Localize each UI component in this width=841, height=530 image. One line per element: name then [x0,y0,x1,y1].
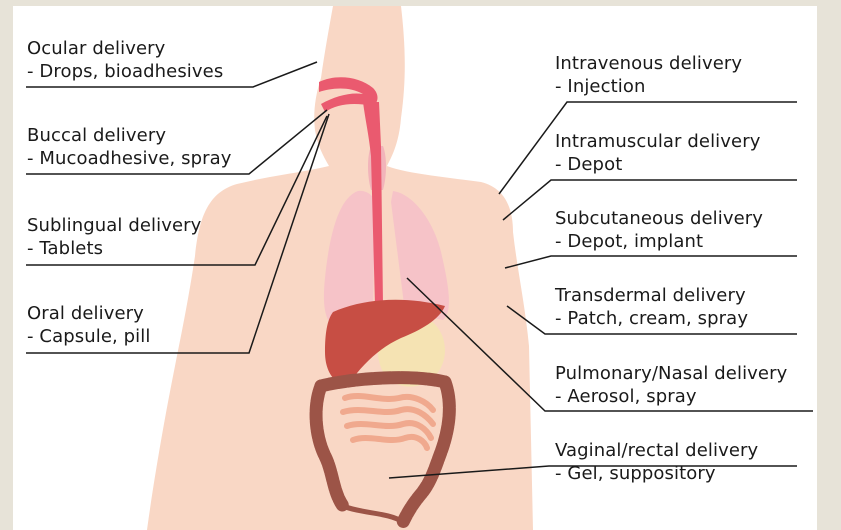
intravenous-detail: - Injection [555,75,742,98]
transdermal-title: Transdermal delivery [555,284,748,307]
sublingual-title: Sublingual delivery [27,214,201,237]
oral-detail: - Capsule, pill [27,325,150,348]
leader-subcutaneous [505,256,797,268]
intravenous-title: Intravenous delivery [555,52,742,75]
buccal-title: Buccal delivery [27,124,232,147]
ocular-detail: - Drops, bioadhesives [27,60,223,83]
label-sublingual-delivery: Sublingual delivery - Tablets [27,214,201,260]
intramuscular-title: Intramuscular delivery [555,130,760,153]
label-oral-delivery: Oral delivery - Capsule, pill [27,302,150,348]
ocular-title: Ocular delivery [27,37,223,60]
vaginal-detail: - Gel, suppository [555,462,758,485]
oral-title: Oral delivery [27,302,150,325]
label-buccal-delivery: Buccal delivery - Mucoadhesive, spray [27,124,232,170]
buccal-detail: - Mucoadhesive, spray [27,147,232,170]
transdermal-detail: - Patch, cream, spray [555,307,748,330]
label-intravenous-delivery: Intravenous delivery - Injection [555,52,742,98]
label-pulmonary-nasal-delivery: Pulmonary/Nasal delivery - Aerosol, spra… [555,362,787,408]
pulmonary-title: Pulmonary/Nasal delivery [555,362,787,385]
pulmonary-detail: - Aerosol, spray [555,385,787,408]
label-transdermal-delivery: Transdermal delivery - Patch, cream, spr… [555,284,748,330]
label-ocular-delivery: Ocular delivery - Drops, bioadhesives [27,37,223,83]
diagram-canvas: Ocular delivery - Drops, bioadhesives Bu… [13,6,817,530]
intramuscular-detail: - Depot [555,153,760,176]
label-subcutaneous-delivery: Subcutaneous delivery - Depot, implant [555,207,763,253]
sublingual-detail: - Tablets [27,237,201,260]
vaginal-title: Vaginal/rectal delivery [555,439,758,462]
label-vaginal-rectal-delivery: Vaginal/rectal delivery - Gel, supposito… [555,439,758,485]
subcutaneous-title: Subcutaneous delivery [555,207,763,230]
label-intramuscular-delivery: Intramuscular delivery - Depot [555,130,760,176]
subcutaneous-detail: - Depot, implant [555,230,763,253]
